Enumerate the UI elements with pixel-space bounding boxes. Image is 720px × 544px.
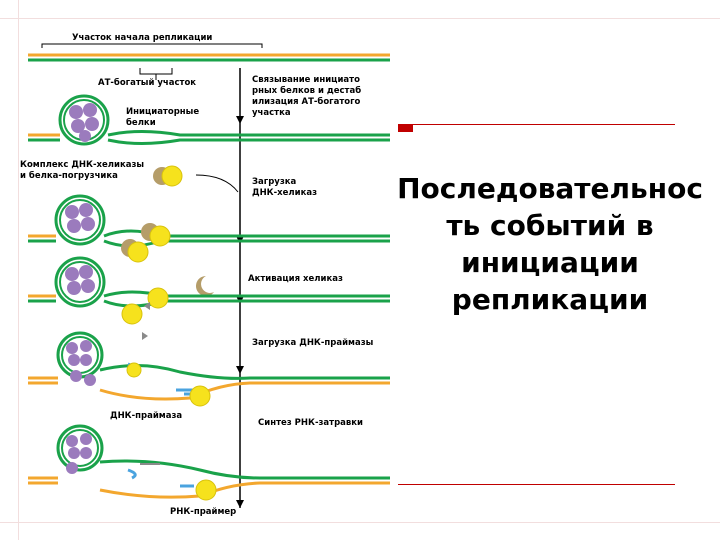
step2-text-1: Загрузка	[252, 177, 297, 187]
accent-line-bottom	[397, 484, 675, 485]
step3-complex	[28, 256, 390, 340]
origin-label: Участок начала репликации	[72, 33, 212, 43]
arrow-head-5	[236, 500, 244, 508]
origin-bracket	[41, 43, 263, 48]
initiator-label-2: белки	[126, 117, 156, 128]
step2-complex	[28, 194, 390, 263]
step4-complex	[28, 331, 390, 407]
step1-text-2: рных белков и дестаб	[252, 85, 361, 96]
arrow-head-1	[236, 116, 244, 124]
primer-label: РНК-праймер	[170, 507, 236, 517]
complex-label-1: Комплекс ДНК-хеликазы	[20, 160, 144, 170]
frame-line-top	[0, 18, 720, 19]
step5-complex	[28, 424, 390, 501]
frame-line-bottom	[0, 522, 720, 523]
arrow-head-4	[236, 366, 244, 374]
diagram-svg: Участок начала репликации АТ-богатый уча…	[20, 33, 390, 517]
step1-text-1: Связывание инициато	[252, 75, 360, 85]
at-label: АТ-богатый участок	[98, 77, 196, 88]
loading-arrow	[195, 174, 239, 193]
primase-label: ДНК-праймаза	[110, 411, 182, 421]
accent-bar	[397, 124, 413, 132]
step3-text: Активация хеликаз	[248, 274, 343, 284]
frame-line-left	[18, 0, 19, 540]
step1-text-4: участка	[252, 108, 291, 118]
step2-text-2: ДНК-хеликаз	[252, 188, 317, 198]
slide-title: Последовательнос ть событий в инициации …	[397, 172, 703, 316]
initiator-label-1: Инициаторные	[126, 107, 199, 117]
step1-complex	[28, 94, 390, 146]
step1-text-3: илизация АТ-богатого	[252, 96, 361, 107]
replication-diagram: Участок начала репликации АТ-богатый уча…	[20, 33, 390, 517]
step4-text: Загрузка ДНК-праймазы	[252, 338, 373, 348]
released-loader	[196, 276, 214, 296]
step5-text: Синтез РНК-затравки	[258, 418, 363, 428]
complex-label-2: и белка-погрузчика	[20, 170, 118, 181]
helicase-loader-free	[153, 165, 183, 187]
accent-line-top	[413, 124, 675, 125]
